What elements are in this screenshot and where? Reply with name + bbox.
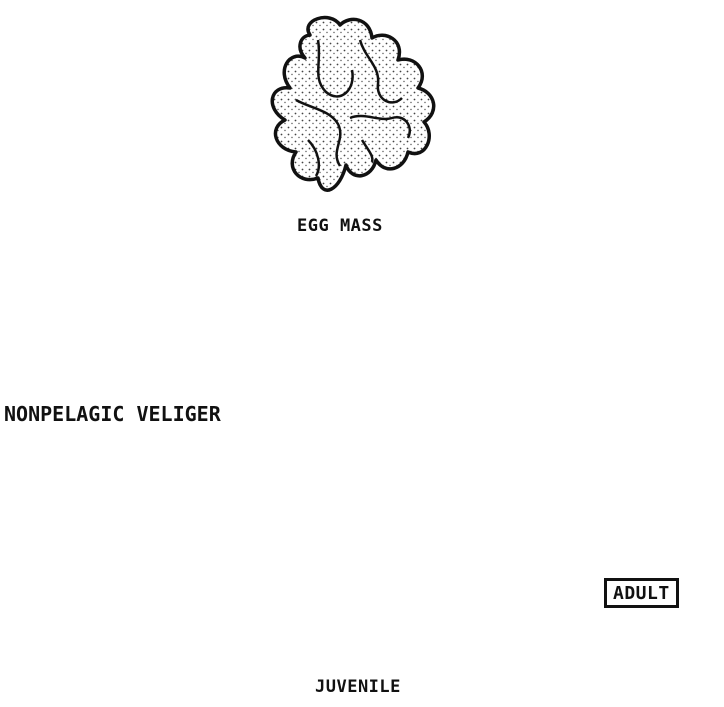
egg-mass-illustration — [272, 18, 433, 191]
adult-label: ADULT — [604, 578, 679, 608]
egg-mass-label: EGG MASS — [297, 216, 383, 236]
veliger-label: NONPELAGIC VELIGER — [4, 402, 221, 426]
juvenile-label: JUVENILE — [315, 677, 401, 697]
